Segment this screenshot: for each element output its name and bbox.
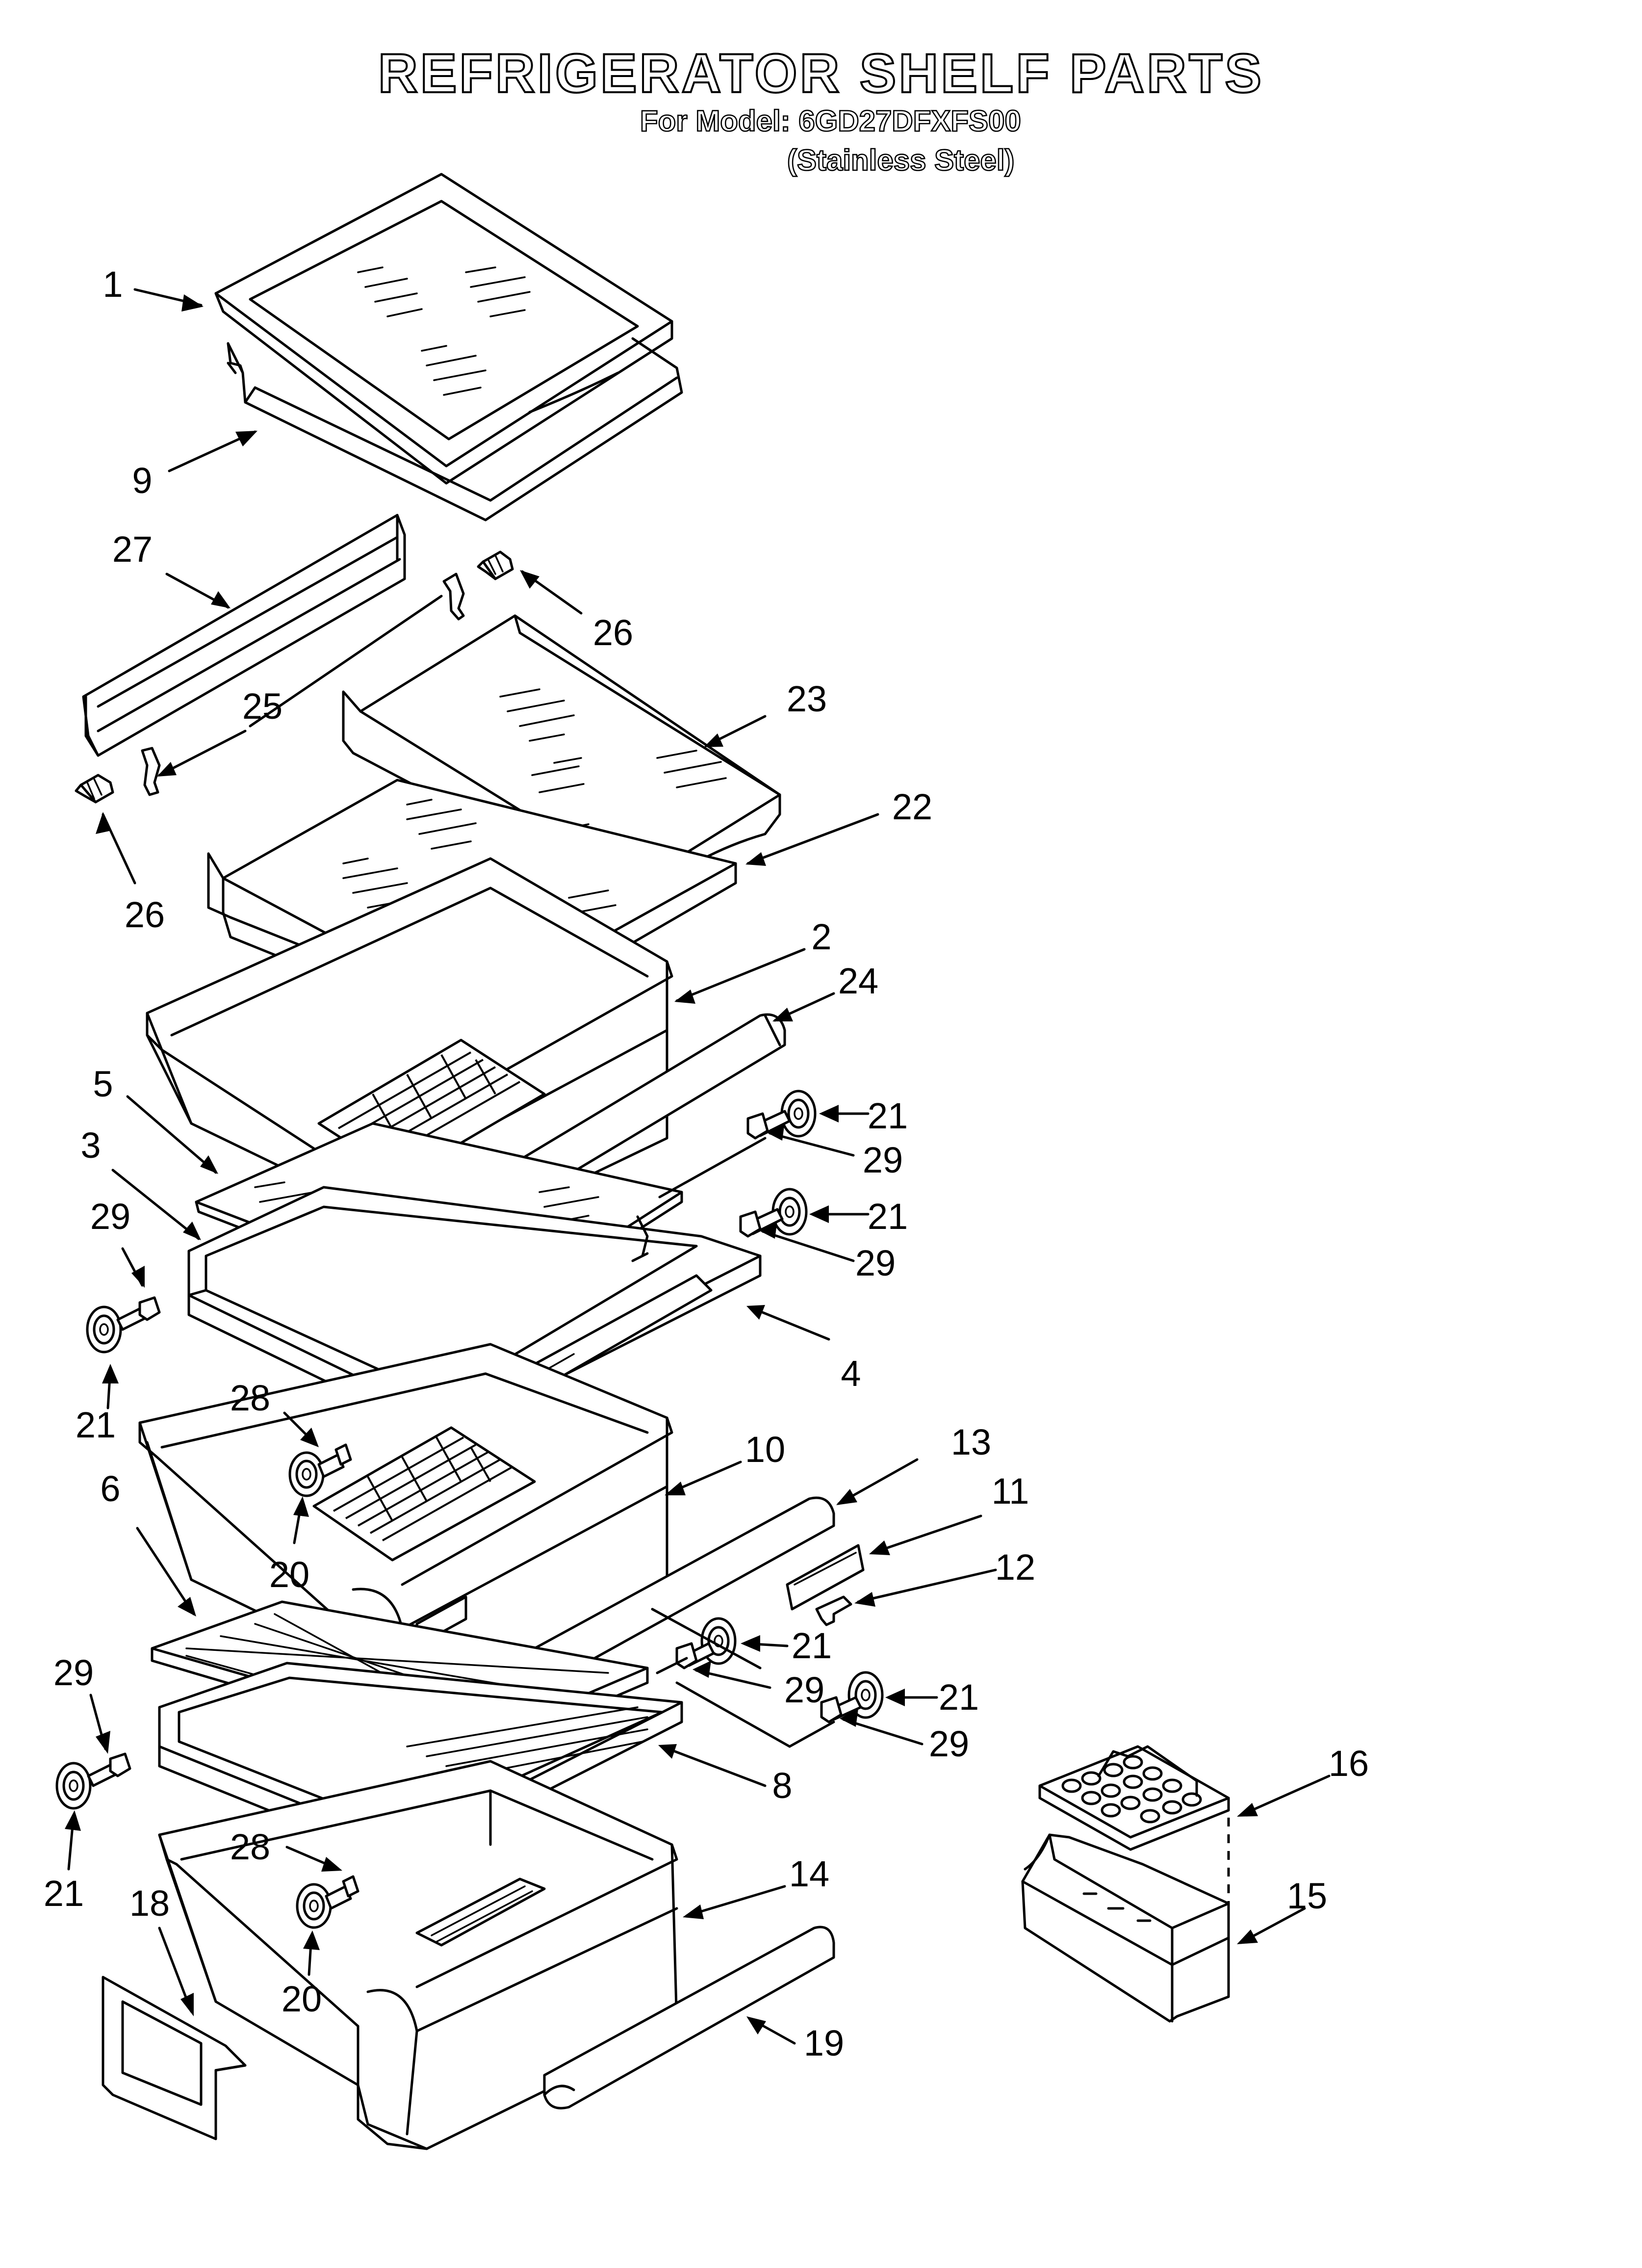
drawer-front-trim — [82, 514, 406, 757]
model-number: For Model: 6GD27DFXFS00 — [640, 104, 1022, 138]
callout-4: 4 — [841, 1353, 861, 1394]
axle-screw-left-1 — [116, 1296, 161, 1331]
slide-wheel-mid — [288, 1451, 325, 1497]
pantry-drawer — [158, 1760, 678, 2150]
drawer-label — [786, 1544, 865, 1611]
callout-1: 1 — [103, 264, 123, 305]
callout-21-r1: 21 — [867, 1095, 908, 1136]
screw-upper — [477, 550, 514, 580]
callout-29-r4: 29 — [928, 1723, 970, 1764]
callout-10: 10 — [744, 1429, 786, 1470]
slide-wheel-lower — [296, 1883, 332, 1929]
lower-crisper-frame — [158, 1662, 683, 1866]
clip-lower — [141, 747, 161, 796]
callout-5: 5 — [93, 1064, 113, 1104]
callout-21-r2: 21 — [867, 1196, 908, 1237]
callout-29-l2: 29 — [53, 1652, 94, 1693]
callout-21-r3: 21 — [791, 1625, 832, 1666]
callout-28-lower: 28 — [230, 1826, 271, 1867]
callout-20-mid: 20 — [269, 1554, 310, 1595]
leader-lines — [65, 288, 1331, 2045]
callout-16: 16 — [1328, 1743, 1369, 1784]
clip-upper — [442, 573, 465, 621]
callout-14: 14 — [789, 1853, 830, 1894]
wheel-left-2 — [55, 1762, 92, 1810]
lower-crisper-drawer — [138, 1343, 673, 1714]
callout-28-mid: 28 — [230, 1378, 271, 1418]
callout-26-lower: 26 — [124, 894, 165, 935]
finish-note: (Stainless Steel) — [787, 143, 1015, 178]
half-glass-shelf — [342, 614, 781, 904]
axle-screw-right-2 — [739, 1208, 784, 1238]
label-holder — [102, 1976, 247, 2140]
slide-screw-lower — [325, 1875, 359, 1910]
callout-21-l2: 21 — [43, 1873, 84, 1914]
callout-11: 11 — [991, 1471, 1029, 1512]
callout-9: 9 — [132, 460, 153, 501]
callout-29-r1: 29 — [862, 1140, 903, 1180]
callout-21-l1: 21 — [75, 1405, 116, 1445]
callout-22: 22 — [892, 786, 933, 827]
egg-tray-lid — [1038, 1745, 1230, 1908]
drawer-latch — [815, 1595, 852, 1626]
callout-18: 18 — [129, 1883, 170, 1924]
callout-12: 12 — [995, 1547, 1036, 1588]
wheel-right-2 — [771, 1188, 808, 1236]
callout-29-r2: 29 — [855, 1243, 896, 1283]
callout-19: 19 — [803, 2023, 845, 2063]
wheel-left-1 — [86, 1305, 122, 1354]
axle-screw-left-2 — [87, 1752, 131, 1787]
callout-26-upper: 26 — [592, 612, 634, 653]
callout-29-l1: 29 — [90, 1196, 131, 1237]
glass-shelf-top — [214, 173, 673, 485]
callout-6: 6 — [100, 1468, 121, 1509]
callout-25: 25 — [242, 686, 283, 727]
callout-29-r3: 29 — [784, 1669, 825, 1710]
callout-3: 3 — [80, 1125, 101, 1166]
callout-20-lower: 20 — [281, 1979, 322, 2019]
page-title: REFRIGERATOR SHELF PARTS — [377, 42, 1264, 105]
callout-21-r4: 21 — [938, 1677, 979, 1718]
slide-screw-mid — [317, 1443, 352, 1478]
callout-15: 15 — [1286, 1876, 1328, 1916]
axle-screw-right-1 — [746, 1110, 791, 1140]
callout-8: 8 — [772, 1765, 793, 1806]
pantry-handle — [543, 1926, 835, 2110]
shelf-frame — [227, 337, 683, 521]
egg-bin — [1021, 1833, 1230, 2023]
callout-27: 27 — [112, 529, 153, 570]
callout-24: 24 — [838, 961, 879, 1001]
screw-lower — [75, 774, 114, 804]
callout-23: 23 — [786, 678, 827, 719]
axle-screw-right-4 — [820, 1696, 862, 1723]
callout-2: 2 — [811, 916, 832, 957]
callout-13: 13 — [950, 1422, 992, 1462]
